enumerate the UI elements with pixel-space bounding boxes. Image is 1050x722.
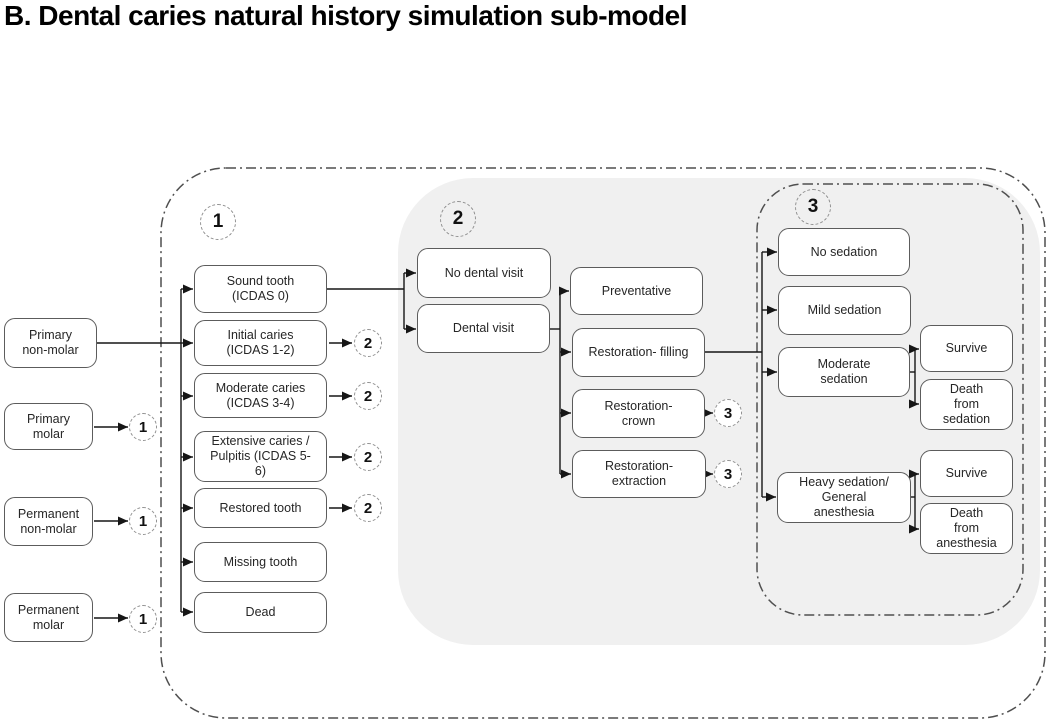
node-preventative: Preventative [570,267,703,315]
ref-circle-2-initial-caries: 2 [354,329,382,357]
node-restoration-extraction: Restoration- extraction [572,450,706,498]
node-no-dental-visit: No dental visit [417,248,551,298]
ref-circle-1-primary-molar: 1 [129,413,157,441]
node-mild-sedation: Mild sedation [778,286,911,335]
node-death-from-anesthesia: Death from anesthesia [920,503,1013,554]
section3-boundary [756,183,1024,616]
node-primary-molar: Primary molar [4,403,93,450]
node-permanent-molar: Permanent molar [4,593,93,642]
node-heavy-sedation: Heavy sedation/ General anesthesia [777,472,911,523]
node-dental-visit: Dental visit [417,304,550,353]
node-dead: Dead [194,592,327,633]
connector-lines [97,252,916,612]
page-title: B. Dental caries natural history simulat… [4,0,688,31]
node-restored-tooth: Restored tooth [194,488,327,528]
section-1-label: 1 [200,204,236,240]
node-death-from-sedation: Death from sedation [920,379,1013,430]
node-initial-caries: Initial caries (ICDAS 1-2) [194,320,327,366]
node-primary-non-molar: Primary non-molar [4,318,97,368]
section-2-label: 2 [440,201,476,237]
ref-circle-3-crown: 3 [714,399,742,427]
node-moderate-caries: Moderate caries (ICDAS 3-4) [194,373,327,418]
node-survive-anesthesia: Survive [920,450,1013,497]
ref-circle-2-restored-tooth: 2 [354,494,382,522]
ref-circle-1-permanent-molar: 1 [129,605,157,633]
outer-model-boundary [160,167,1046,719]
node-permanent-non-molar: Permanent non-molar [4,497,93,546]
node-survive-sedation: Survive [920,325,1013,372]
node-sound-tooth: Sound tooth (ICDAS 0) [194,265,327,313]
ref-circle-2-extensive-caries: 2 [354,443,382,471]
node-extensive-caries: Extensive caries / Pulpitis (ICDAS 5- 6) [194,431,327,482]
section-3-label: 3 [795,189,831,225]
connector-arrows [94,247,919,623]
node-restoration-filling: Restoration- filling [572,328,705,377]
node-restoration-crown: Restoration- crown [572,389,705,438]
node-missing-tooth: Missing tooth [194,542,327,582]
ref-circle-3-extraction: 3 [714,460,742,488]
node-moderate-sedation: Moderate sedation [778,347,910,397]
node-no-sedation: No sedation [778,228,910,276]
ref-circle-2-moderate-caries: 2 [354,382,382,410]
ref-circle-1-permanent-non-molar: 1 [129,507,157,535]
